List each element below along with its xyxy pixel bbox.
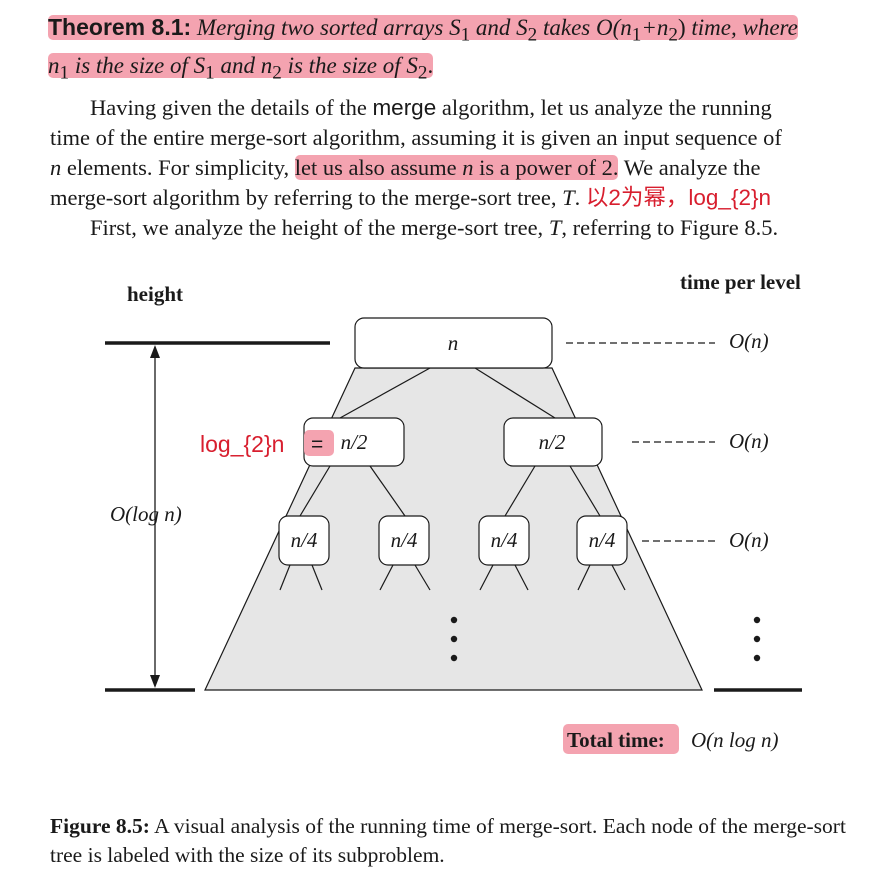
math-n: n [50,155,62,180]
level2-label-2: n/4 [391,528,418,552]
math-n1: n [48,52,60,78]
annotation-equals: = [311,433,323,456]
tree-edges [279,367,626,591]
theorem-size-of-2: is the size of [287,52,401,78]
level1-time: O(n) [729,429,769,453]
height-label: height [127,282,183,306]
merge-keyword: merge [372,95,437,120]
level2-time: O(n) [729,528,769,552]
math-n-hl: n [462,155,474,180]
theorem-highlight: Theorem 8.1: Merging two sorted arrays S… [48,14,798,46]
time-per-level-label: time per level [680,270,801,294]
theorem-text: Merging two sorted arrays [196,15,444,40]
para-hl-text1: let us also assume [294,155,457,180]
body-paragraph: Having given the details of the merge al… [50,93,880,243]
level0-time: O(n) [729,329,769,353]
math-n1sub: 1 [631,24,642,46]
figure-caption: Figure 8.5: A visual analysis of the run… [50,812,880,870]
para-line1b: algorithm, let us analyze the running [441,95,772,120]
root-node [354,317,553,369]
level2-node-4 [576,515,628,566]
para-hl-text2: is a power of 2. [479,155,619,180]
total-time-value: O(n log n) [691,728,779,752]
math-T-2: T [548,215,562,240]
level2-node-3 [478,515,530,566]
math-s2: S [516,15,528,40]
level2-label-3: n/4 [491,528,518,552]
theorem-label: Theorem 8.1: [48,14,192,40]
theorem-highlight-2: n1 is the size of S1 and n2 is the size … [48,52,434,84]
math-bigo: O(n [595,15,632,40]
math-plus: +n [641,15,669,40]
theorem-takes: takes [542,15,591,40]
level2-node-1 [278,515,330,566]
level1-label-left: n/2 [341,430,368,454]
math-sub2: 2 [527,24,538,46]
caption-label: Figure 8.5: [50,814,150,838]
level1-label-right: n/2 [539,430,566,454]
tree-ellipsis [450,616,458,662]
theorem-time-where: time, where [691,15,798,40]
total-time-label: Total time: [567,728,665,752]
theorem: Theorem 8.1: Merging two sorted arrays S… [48,12,883,88]
para-line5b: , referring to Figure 8.5. [561,215,779,240]
math-n2: n [260,52,273,78]
level-dashes [566,342,715,542]
level1-node-right [503,417,603,467]
para-line4b: . [574,185,581,210]
math-sub1: 1 [460,24,471,46]
para-line3b: elements. For simplicity, [66,155,290,180]
level2-node-2 [378,515,430,566]
time-ellipsis [753,616,761,662]
theorem-size-of-1: is the size of [74,52,188,78]
total-time-highlight [563,724,679,754]
theorem-and: and [475,15,511,40]
level2-label-1: n/4 [291,528,318,552]
level2-label-4: n/4 [589,528,616,552]
theorem-period: . [427,52,434,78]
height-annotation: log_{2}n [200,431,284,457]
height-arrow-down [150,675,160,688]
height-arrow-up [150,345,160,358]
handwritten-annotation: 以2为幂，log_{2}n [585,185,771,210]
caption-text: A visual analysis of the running time of… [50,814,846,867]
math-s1: S [449,15,461,40]
math-T: T [562,185,575,210]
para-line3c: We analyze the [623,155,761,180]
para-line4a: merge-sort algorithm by referring to the… [50,185,557,210]
para-line1a: Having given the details of the [90,95,367,120]
theorem-and-2: and [220,52,256,78]
math-close: ) [677,15,686,40]
para-line5a: First, we analyze the height of the merg… [90,215,544,240]
para-line2: time of the entire merge-sort algorithm,… [50,125,782,150]
root-node-label: n [448,331,459,355]
para-highlight: let us also assume n is a power of 2. [294,155,619,180]
height-value: O(log n) [110,502,182,526]
annotation-highlight [304,430,334,456]
math-n2sub: 2 [668,24,678,46]
